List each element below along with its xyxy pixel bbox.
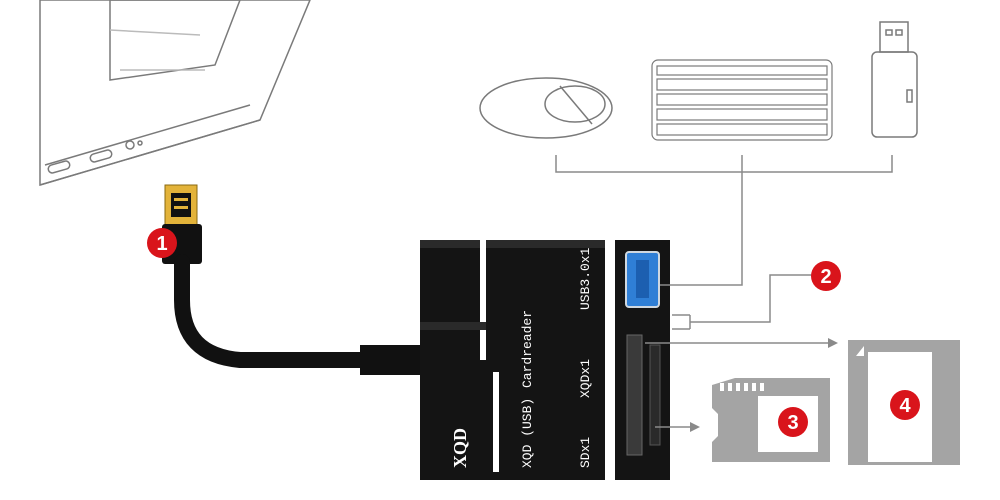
sd-card-icon (712, 378, 830, 462)
xqd-slot (626, 334, 643, 456)
xqd-usb-label: XQD (USB) (520, 398, 535, 468)
xqd-slot-label: XQDx1 (578, 359, 593, 398)
cable-strain-relief (360, 345, 422, 375)
brand-label: XQD (450, 428, 470, 468)
badge-4: 4 (890, 390, 920, 420)
sd-slot (649, 344, 661, 446)
usb-cable (174, 254, 380, 368)
keyboard-icon (651, 59, 833, 141)
svg-text:4: 4 (899, 395, 911, 417)
badge-3: 3 (778, 407, 808, 437)
card-reader-end (615, 240, 670, 480)
laptop-icon (39, 0, 311, 187)
svg-text:3: 3 (787, 412, 798, 434)
mouse-icon (479, 77, 613, 139)
badge-2: 2 (811, 261, 841, 291)
svg-text:1: 1 (156, 233, 167, 255)
cardreader-label: Cardreader (520, 310, 535, 388)
sd-slot-label: SDx1 (578, 437, 593, 468)
svg-text:2: 2 (820, 266, 831, 288)
usb-flash-drive-icon (871, 21, 918, 138)
peripheral-connection-lines (555, 155, 893, 286)
badge-1: 1 (147, 228, 177, 258)
slot-callout-lines (645, 274, 838, 432)
usb-port-label: USB3.0x1 (578, 247, 593, 310)
card-reader-body (420, 240, 605, 480)
